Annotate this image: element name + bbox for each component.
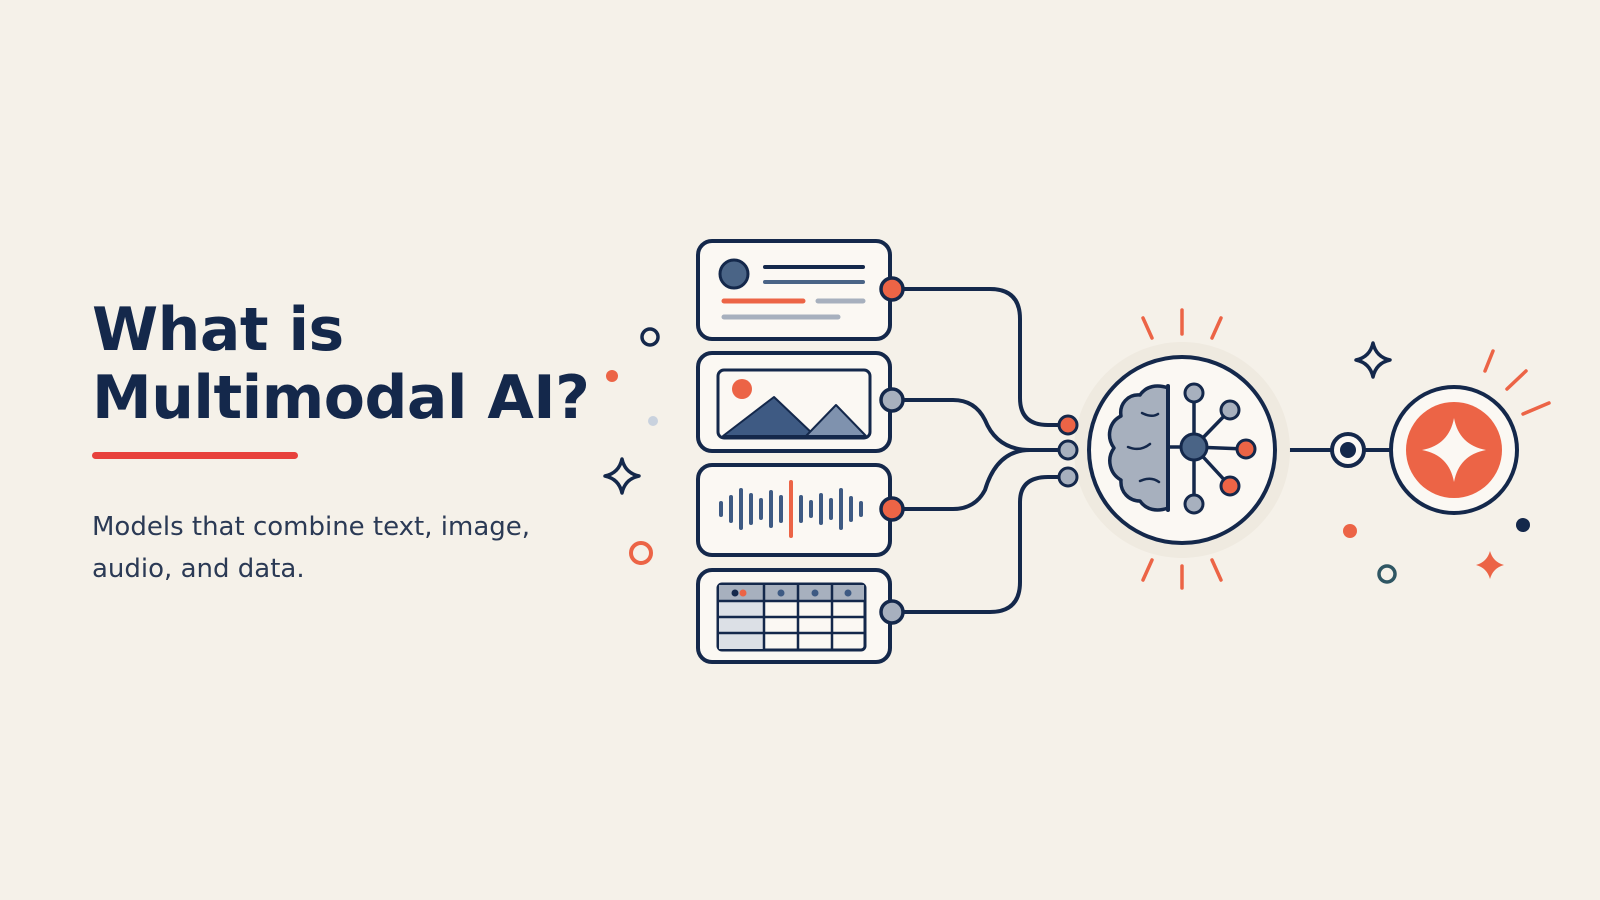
image-icon [716,368,872,440]
slide-subtitle: Models that combine text, image, audio, … [92,506,530,590]
input-card-audio [696,463,905,557]
output-node [1389,349,1551,515]
processor-rays [1141,308,1223,590]
decor-star-navy-right [1354,341,1392,379]
title-underline [92,452,298,459]
subtitle-line-1: Models that combine text, image, [92,512,531,542]
text-document-icon [718,258,866,320]
input-card-data [696,568,905,664]
processor-node [1057,308,1290,590]
port-data [879,599,905,625]
decor-star-navy-left [603,457,641,495]
title-line-1: What is [92,295,344,365]
decorations [603,327,1530,584]
decor-dot-gray [648,416,658,426]
merge-node-middle [1057,439,1079,461]
input-card-image [696,351,905,453]
connector-text [890,287,1070,427]
connector-lines [890,287,1397,614]
output-junction [1330,432,1366,468]
subtitle-line-2: audio, and data. [92,554,305,584]
connector-data [890,475,1070,614]
merge-node-top [1057,414,1079,436]
output-rays [1483,349,1551,416]
slide-title: What is Multimodal AI? [92,295,590,433]
brain-network-icon [1107,382,1257,515]
title-line-2: Multimodal AI? [92,363,590,433]
sparkle-icon [1422,418,1486,482]
decor-ring-teal [1377,564,1397,584]
connector-image [890,398,1070,452]
decor-ring-coral [629,541,653,565]
input-card-text [696,239,905,341]
port-audio [879,496,905,522]
decor-dot-coral-right [1343,524,1357,538]
merge-node-bottom [1057,466,1079,488]
decor-ring-navy [640,327,660,347]
data-table-icon [716,582,867,652]
decor-dot-coral [606,370,618,382]
port-text [879,276,905,302]
connector-audio [890,448,1032,511]
port-image [879,387,905,413]
decor-dot-navy-right [1516,518,1530,532]
audio-waveform-icon [719,480,863,538]
decor-star-coral [1476,551,1504,579]
